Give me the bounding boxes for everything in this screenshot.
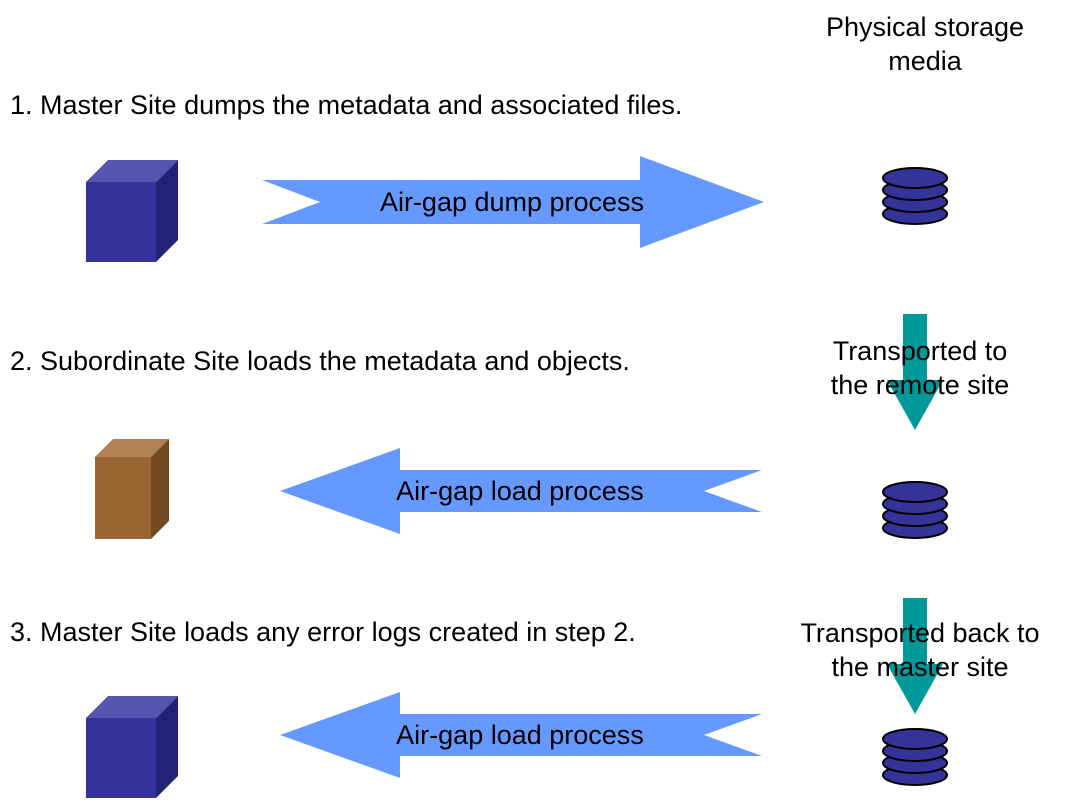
step-3-label: 3. Master Site loads any error logs crea…	[10, 617, 636, 647]
step-1-label: 1. Master Site dumps the metadata and as…	[10, 90, 683, 120]
step-2-label: 2. Subordinate Site loads the metadata a…	[10, 346, 630, 376]
subordinate-site-box-icon	[95, 439, 169, 539]
transport-2-label: Transported back to the master site	[770, 616, 1066, 684]
disk-stack-icon	[882, 728, 948, 786]
transport-1-label: Transported to the remote site	[800, 334, 1040, 402]
media-header-line2: media	[888, 46, 962, 76]
media-header-line1: Physical storage	[825, 12, 1025, 42]
load-process-label-2: Air-gap load process	[396, 720, 644, 750]
transport-2-line2: the master site	[831, 652, 1009, 682]
transport-1-line2: the remote site	[830, 370, 1010, 400]
load-process-arrow-2	[280, 692, 762, 778]
down-arrow-icon	[887, 598, 943, 714]
disk-stack-icon	[882, 481, 948, 539]
dump-process-label: Air-gap dump process	[379, 187, 645, 217]
master-site-cube-icon	[86, 160, 178, 262]
media-header: Physical storage media	[805, 10, 1045, 78]
down-arrow-icon	[887, 314, 943, 430]
master-site-cube-icon	[86, 696, 178, 798]
load-process-arrow-1	[280, 448, 762, 534]
transport-2-line1: Transported back to	[800, 618, 1040, 648]
load-process-label-1: Air-gap load process	[396, 476, 644, 506]
dump-process-arrow	[262, 156, 764, 248]
disk-stack-icon	[882, 167, 948, 225]
transport-1-line1: Transported to	[832, 336, 1008, 366]
